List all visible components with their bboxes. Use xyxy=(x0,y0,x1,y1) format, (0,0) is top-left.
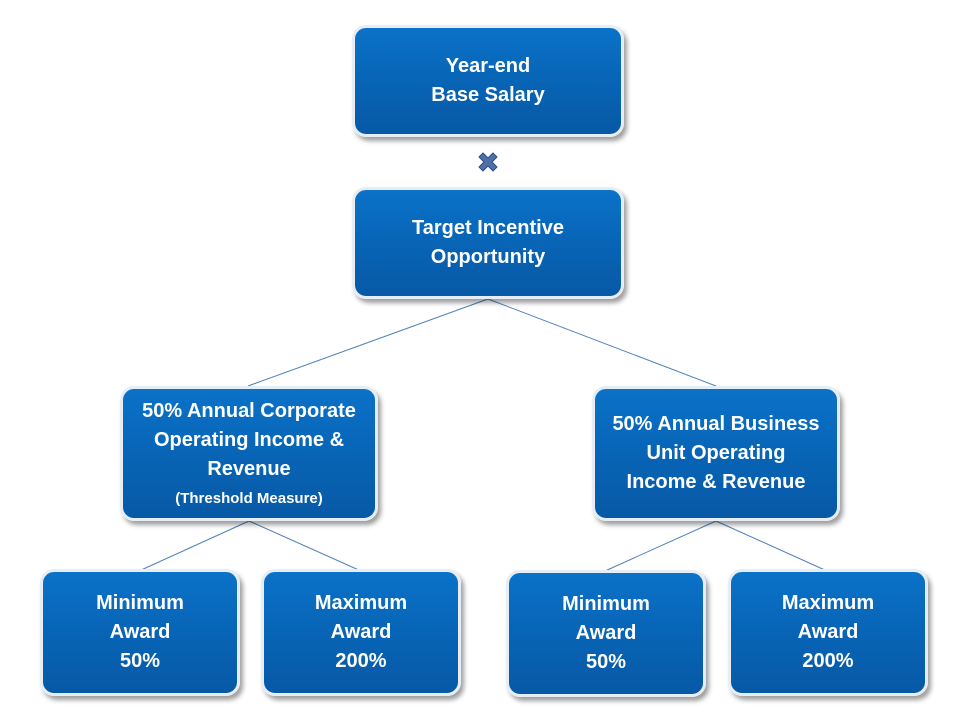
multiply-icon xyxy=(478,152,498,172)
unit-maximum-award-box: Maximum Award 200% xyxy=(728,569,928,696)
box-text-line: Maximum xyxy=(314,592,408,614)
box-text-line: Target Incentive xyxy=(412,217,564,239)
box-text-line: 50% Annual Business xyxy=(612,413,820,435)
connector-business-unit-to-max xyxy=(715,520,828,572)
box-text-line: Income & Revenue xyxy=(626,471,806,493)
box-text-line: 50% xyxy=(585,651,627,673)
corporate-maximum-award-box: Maximum Award 200% xyxy=(261,569,461,696)
target-incentive-opportunity-box: Target Incentive Opportunity xyxy=(352,187,624,299)
box-text-line: 50% xyxy=(119,650,161,672)
corporate-minimum-award-box: Minimum Award 50% xyxy=(40,569,240,696)
connector-target-to-corporate xyxy=(247,298,489,387)
corporate-operating-income-box: 50% Annual Corporate Operating Income & … xyxy=(120,386,378,521)
threshold-measure-note: (Threshold Measure) xyxy=(175,490,323,507)
box-text-line: Minimum xyxy=(96,592,184,614)
box-text-line: Maximum xyxy=(781,592,875,614)
box-text-line: Revenue xyxy=(207,458,291,480)
year-end-base-salary-box: Year-end Base Salary xyxy=(352,25,624,137)
box-text-line: Award xyxy=(109,621,171,643)
connector-target-to-business-unit xyxy=(487,298,717,387)
box-text-line: Award xyxy=(330,621,392,643)
box-text-line: Year-end xyxy=(445,55,531,77)
box-text-line: Minimum xyxy=(562,593,650,615)
connector-corporate-to-max xyxy=(248,520,362,572)
box-text-line: Opportunity xyxy=(430,246,546,268)
box-text-line: Award xyxy=(575,622,637,644)
unit-minimum-award-box: Minimum Award 50% xyxy=(506,570,706,697)
box-text-line: Unit Operating xyxy=(646,442,786,464)
box-text-line: 50% Annual Corporate xyxy=(142,400,356,422)
connector-corporate-to-min xyxy=(138,520,250,572)
box-text-line: 200% xyxy=(802,650,854,672)
connector-business-unit-to-min xyxy=(604,520,717,572)
box-text-line: Operating Income & xyxy=(153,429,345,451)
business-unit-operating-income-box: 50% Annual Business Unit Operating Incom… xyxy=(592,386,840,521)
box-text-line: Base Salary xyxy=(431,84,545,106)
box-text-line: 200% xyxy=(335,650,387,672)
box-text-line: Award xyxy=(797,621,859,643)
